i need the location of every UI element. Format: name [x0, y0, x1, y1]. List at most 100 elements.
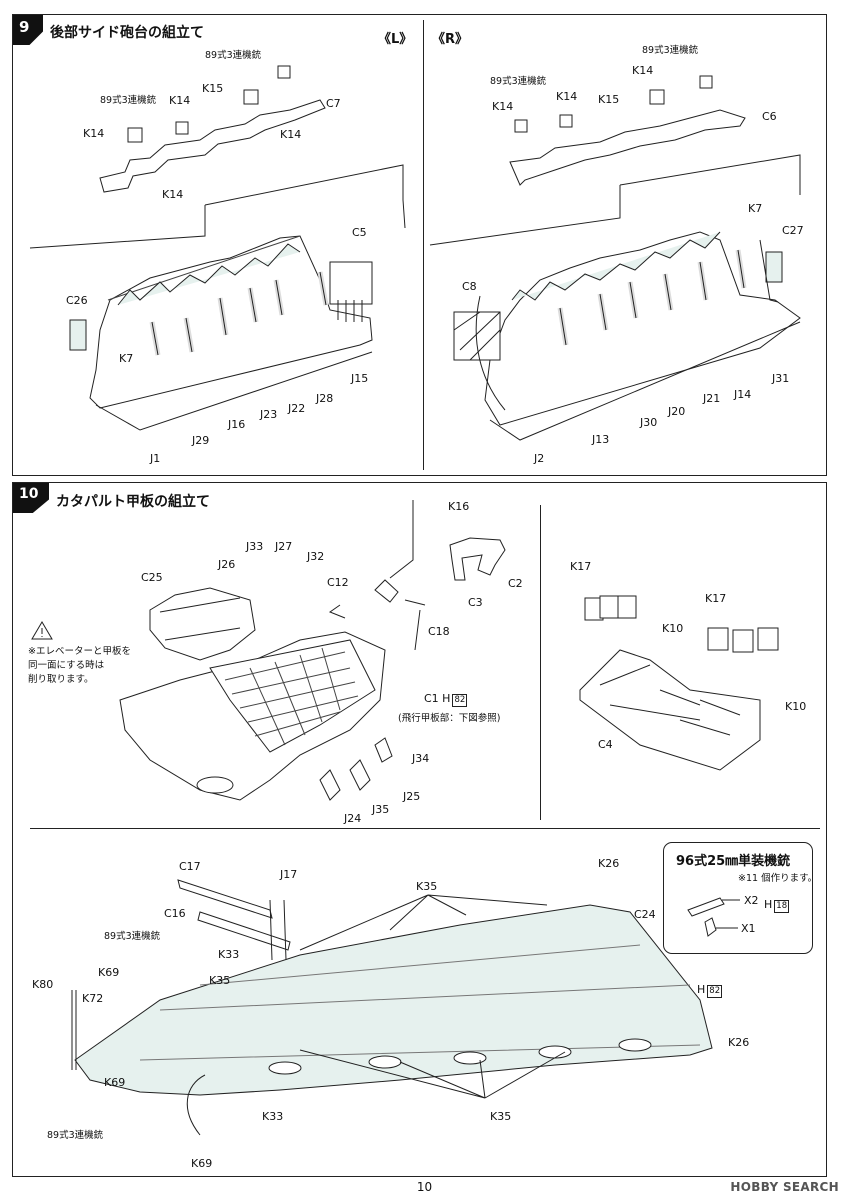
right-side-tag: 《R》: [432, 32, 469, 47]
label-part: J2: [534, 452, 545, 465]
label-89-gun: 89式3連機銃: [642, 45, 699, 56]
step9-panel: [12, 14, 827, 476]
h82-box: 82: [707, 985, 723, 998]
label-part: C24: [634, 908, 656, 921]
label-89-gun: 89式3連機銃: [47, 1130, 104, 1141]
label-part: K14: [280, 128, 302, 141]
type96-title: 96式25㎜単装機銃: [676, 854, 791, 869]
label-part: C2: [508, 577, 523, 590]
label-part: X2: [744, 894, 759, 907]
label-part: K14: [169, 94, 191, 107]
label-part: K33: [262, 1110, 284, 1123]
label-part: C8: [462, 280, 477, 293]
label-part: K17: [570, 560, 592, 573]
label-part: J28: [316, 392, 334, 405]
label-part: C6: [762, 110, 777, 123]
label-part: C5: [352, 226, 367, 239]
label-89-gun: 89式3連機銃: [205, 50, 262, 61]
step10-horizontal-divider: [30, 828, 820, 829]
label-part: J35: [372, 803, 390, 816]
label-part: K15: [598, 93, 620, 106]
page-number: 10: [416, 1180, 433, 1194]
label-part: C7: [326, 97, 341, 110]
label-part: K7: [748, 202, 763, 215]
label-part: J34: [412, 752, 430, 765]
label-part: C27: [782, 224, 804, 237]
step10-number: 10: [19, 486, 39, 502]
hangar-note: (飛行甲板部：下図参照): [398, 713, 501, 724]
label-part: J14: [734, 388, 752, 401]
type96-note: ※11 個作ります。: [738, 873, 818, 884]
label-part: J1: [150, 452, 161, 465]
label-part: C12: [327, 576, 349, 589]
label-part: K26: [598, 857, 620, 870]
label-part: C4: [598, 738, 613, 751]
label-part: K26: [728, 1036, 750, 1049]
label-89-gun: 89式3連機銃: [490, 76, 547, 87]
step10-panel: [12, 482, 827, 1177]
h18-box: 18: [774, 900, 790, 913]
c1-code: C1: [424, 692, 439, 705]
label-part: K10: [785, 700, 807, 713]
label-89-gun: 89式3連機銃: [100, 95, 157, 106]
label-part: K14: [556, 90, 578, 103]
label-part: K35: [209, 974, 231, 987]
label-part: J22: [288, 402, 306, 415]
left-side-tag: 《L》: [378, 32, 413, 47]
label-part: K16: [448, 500, 470, 513]
label-part: J26: [218, 558, 236, 571]
label-part: C17: [179, 860, 201, 873]
step9-title: 後部サイド砲台の組立て: [50, 25, 204, 41]
label-part: J31: [772, 372, 790, 385]
label-part: C25: [141, 571, 163, 584]
label-part: K15: [202, 82, 224, 95]
label-part: K69: [98, 966, 120, 979]
label-part: J15: [351, 372, 369, 385]
label-part: J30: [640, 416, 658, 429]
label-part: C26: [66, 294, 88, 307]
label-part: K35: [416, 880, 438, 893]
label-part: K33: [218, 948, 240, 961]
label-part: K7: [119, 352, 134, 365]
step9-number: 9: [19, 18, 30, 36]
label-part: K17: [705, 592, 727, 605]
label-89-gun: 89式3連機銃: [104, 931, 161, 942]
label-part: K72: [82, 992, 104, 1005]
label-part: K14: [492, 100, 514, 113]
label-part: J33: [246, 540, 264, 553]
h82-box: 82: [452, 694, 468, 707]
shave-note: ※エレベーターと甲板を 同一面にする時は 削り取ります。: [28, 646, 131, 685]
label-part: J25: [403, 790, 421, 803]
hobby-search-watermark: HOBBY SEARCH: [730, 1180, 839, 1194]
label-part: C3: [468, 596, 483, 609]
step10-vertical-divider: [540, 505, 541, 820]
label-part: K35: [490, 1110, 512, 1123]
label-part: J16: [228, 418, 246, 431]
label-part: K69: [104, 1076, 126, 1089]
label-part: J23: [260, 408, 278, 421]
label-part: J20: [668, 405, 686, 418]
label-part: C16: [164, 907, 186, 920]
label-part: J27: [275, 540, 293, 553]
label-part: K14: [162, 188, 184, 201]
label-part: C18: [428, 625, 450, 638]
label-part: J13: [592, 433, 610, 446]
label-part: J29: [192, 434, 210, 447]
label-part: X1: [741, 922, 756, 935]
label-part: K14: [632, 64, 654, 77]
label-part: K10: [662, 622, 684, 635]
label-part: J32: [307, 550, 325, 563]
label-part: J17: [280, 868, 298, 881]
label-part: K80: [32, 978, 54, 991]
label-part: J24: [344, 812, 362, 825]
step9-divider: [423, 20, 424, 470]
label-part: K69: [191, 1157, 213, 1170]
step10-title: カタパルト甲板の組立て: [56, 494, 210, 510]
type96-inset: [663, 842, 813, 954]
